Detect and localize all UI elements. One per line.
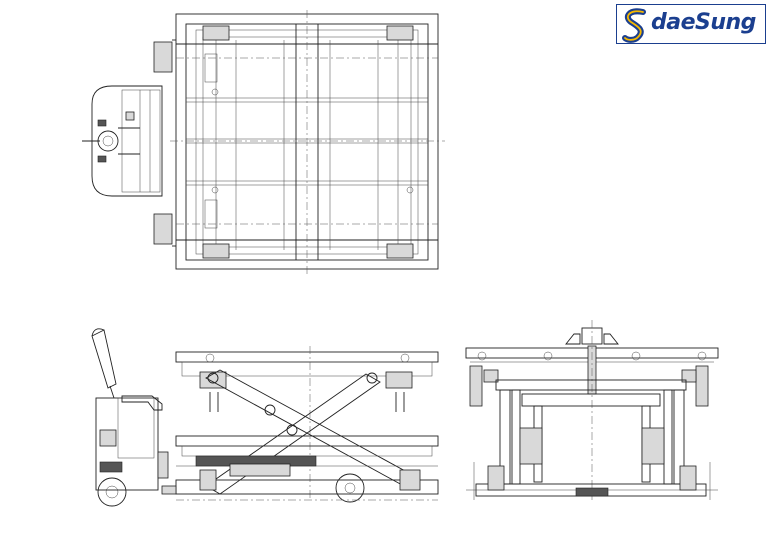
top-view [82, 10, 445, 274]
daesung-logo-text: daeSung [651, 10, 756, 35]
side-view [91, 328, 439, 507]
front-view [465, 320, 719, 500]
daesung-logo: daeSung [616, 4, 766, 44]
daesung-s-emblem-icon [622, 8, 646, 43]
